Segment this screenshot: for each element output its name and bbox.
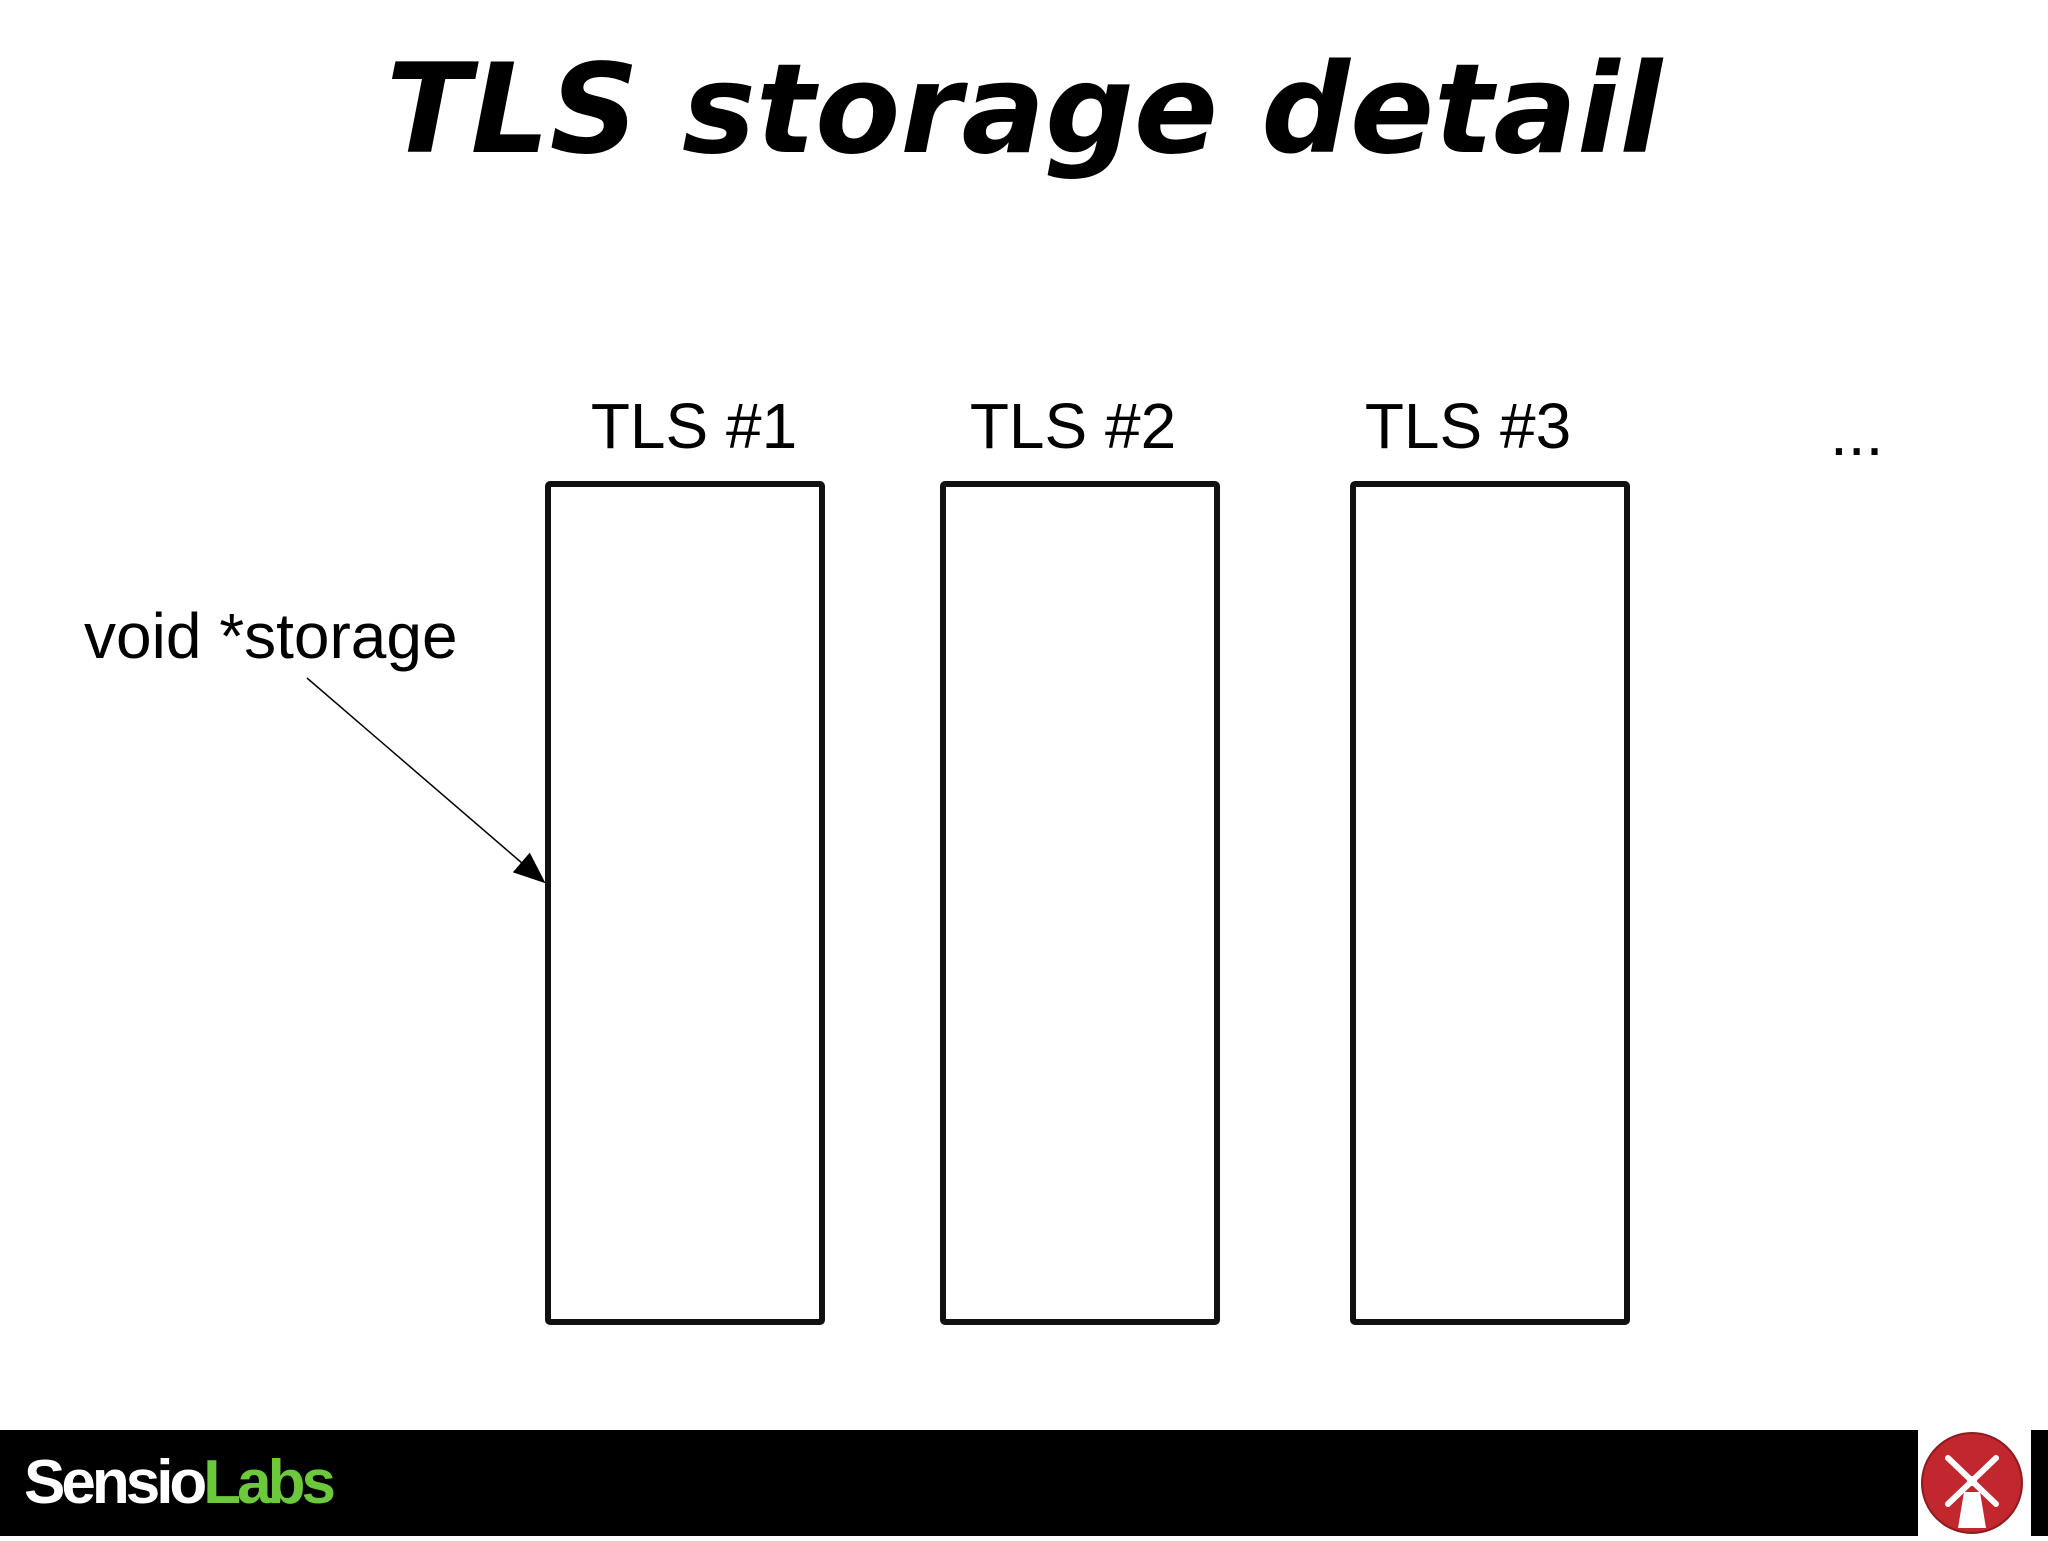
tls-box-3 — [1350, 481, 1630, 1325]
footer-edge — [2026, 1430, 2048, 1536]
tls-box-2-label: TLS #2 — [970, 390, 1176, 462]
badge-box — [1918, 1430, 2026, 1536]
footer-bar — [0, 1430, 2048, 1536]
tls-diagram: TLS #1 TLS #2 TLS #3 ... void *storage — [84, 390, 1883, 1325]
more-ellipsis: ... — [1830, 397, 1883, 469]
windmill-icon — [1921, 1432, 2023, 1534]
storage-pointer-arrow — [306, 677, 546, 884]
footer-edge-divider — [2026, 1430, 2031, 1536]
tls-box-3-label: TLS #3 — [1365, 390, 1571, 462]
slide-title: TLS storage detail — [385, 38, 1663, 182]
logo-sensio: Sensio — [24, 1448, 207, 1517]
tls-box-1-label: TLS #1 — [591, 390, 797, 462]
logo-labs: Labs — [203, 1448, 336, 1517]
storage-pointer-label: void *storage — [84, 600, 458, 672]
tls-box-1 — [545, 481, 825, 1325]
tls-box-2 — [940, 481, 1220, 1325]
sensiolabs-logo: SensioLabs — [24, 1447, 336, 1519]
